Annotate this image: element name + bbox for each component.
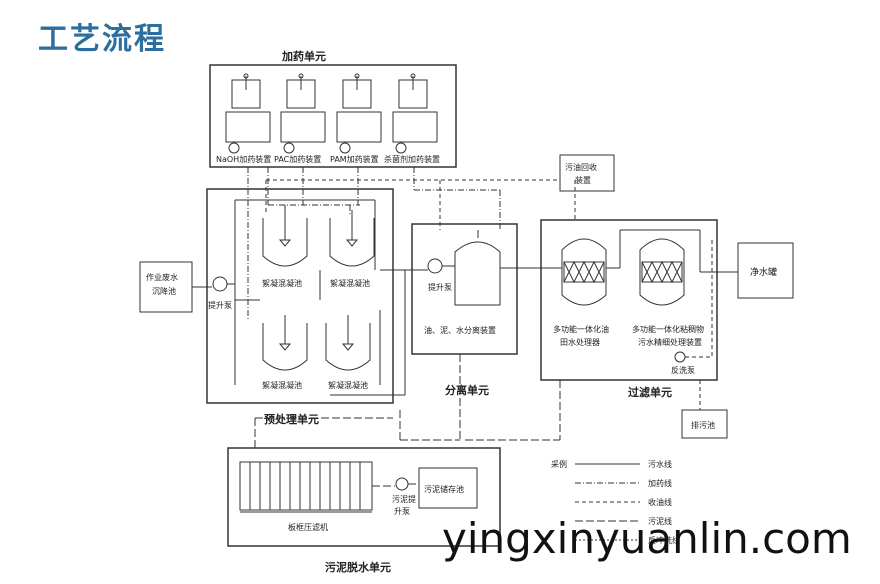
separation-unit-box — [411, 223, 518, 355]
oil-recovery-lines — [265, 179, 576, 230]
lift-pump-2-icon — [427, 258, 443, 274]
pretreatment-sewage-lines — [227, 199, 406, 396]
dosing-pump-icon — [339, 142, 351, 154]
backwash-pump-icon — [674, 351, 686, 363]
tank-4 — [325, 315, 371, 371]
wastewater-tank-label-2: 沉降池 — [152, 286, 176, 296]
clean-water-tank-label: 净水罐 — [750, 266, 777, 278]
sludge-unit-box — [227, 447, 501, 547]
sludge-storage-box — [418, 467, 478, 509]
separation-unit-label: 分离单元 — [445, 383, 489, 397]
sludge-lines — [254, 354, 561, 448]
tank-2-label: 絮凝混凝池 — [330, 278, 370, 288]
drain-pool-box — [681, 409, 728, 439]
oil-recovery-box — [559, 154, 615, 192]
filter-2-label-2: 污水精细处理装置 — [638, 337, 702, 347]
filtration-unit-box — [540, 219, 718, 381]
filter-press-icon — [239, 461, 373, 513]
filtration-unit-label: 过滤单元 — [628, 385, 672, 399]
lift-pump-2-label: 提升泵 — [428, 282, 452, 292]
separator-vessel — [454, 241, 501, 306]
legend-item-backwash: 反冲洗线 — [648, 535, 680, 545]
watermark-text: yingxinyuanlin.com — [442, 514, 852, 563]
tank-2 — [329, 210, 375, 267]
pretreatment-unit-label: 预处理单元 — [264, 412, 319, 426]
legend-item-sewage: 污水线 — [648, 459, 672, 469]
dosing-unit-label: 加药单元 — [281, 49, 326, 63]
sludge-unit-label: 污泥脱水单元 — [325, 560, 391, 574]
dosing-device-2-label: PAC加药装置 — [274, 154, 321, 164]
filter-vessel-1 — [561, 238, 607, 306]
legend-title: 采例 — [551, 459, 567, 469]
dosing-device-1-label: NaOH加药装置 — [216, 154, 271, 164]
dosing-unit-box — [209, 64, 457, 168]
drain-pool-label: 排污池 — [691, 420, 715, 430]
lift-pump-1-label: 提升泵 — [208, 300, 232, 310]
filter-1-label-1: 多功能一体化油 — [553, 324, 609, 334]
legend: 采例 污水线 加药线 收油线 污泥线 反冲洗线 — [551, 459, 680, 545]
legend-item-sludge: 污泥线 — [648, 516, 672, 526]
lift-pump-1-icon — [212, 276, 228, 292]
legend-item-oil: 收油线 — [648, 497, 672, 507]
tank-3-label: 絮凝混凝池 — [262, 380, 302, 390]
dosing-device-2 — [280, 73, 326, 154]
sludge-storage-label: 污泥储存池 — [424, 484, 464, 494]
filter-1-label-2: 田水处理器 — [560, 337, 600, 347]
wastewater-tank-label-1: 作业废水 — [146, 272, 178, 282]
dosing-device-1 — [225, 73, 271, 154]
dosing-pump-icon — [283, 142, 295, 154]
clean-water-tank-box — [737, 242, 794, 299]
filtration-sewage-lines — [560, 229, 738, 273]
sludge-lift-pump-label-2: 升泵 — [394, 507, 410, 516]
tank-4-label: 絮凝混凝池 — [328, 380, 368, 390]
dosing-device-4-label: 杀菌剂加药装置 — [384, 154, 440, 164]
oil-recovery-label-2: 装置 — [575, 175, 591, 185]
filter-vessel-2 — [639, 238, 685, 306]
backwash-pump-label: 反洗泵 — [671, 365, 695, 375]
legend-item-dosing: 加药线 — [648, 478, 672, 488]
dosing-pump-icon — [395, 142, 407, 154]
sludge-lift-pump-label-1: 污泥提 — [392, 494, 416, 504]
dosing-device-3-label: PAM加药装置 — [330, 154, 379, 164]
filter-press-label: 板框压滤机 — [288, 522, 328, 532]
dosing-device-4 — [392, 73, 438, 154]
separator-label: 油、泥、水分离装置 — [424, 325, 496, 335]
oil-recovery-label-1: 污油回收 — [565, 162, 597, 172]
page-title: 工艺流程 — [38, 22, 166, 57]
dosing-device-3 — [336, 73, 382, 154]
pretreatment-unit-box — [206, 188, 394, 404]
backwash-lines — [685, 240, 713, 410]
tank-1 — [262, 210, 308, 267]
tank-1-label: 絮凝混凝池 — [262, 278, 302, 288]
tank-3 — [262, 315, 308, 371]
filter-2-label-1: 多功能一体化粘稠物 — [632, 324, 704, 334]
dosing-pump-icon — [228, 142, 240, 154]
sludge-lift-pump-icon — [395, 477, 409, 491]
